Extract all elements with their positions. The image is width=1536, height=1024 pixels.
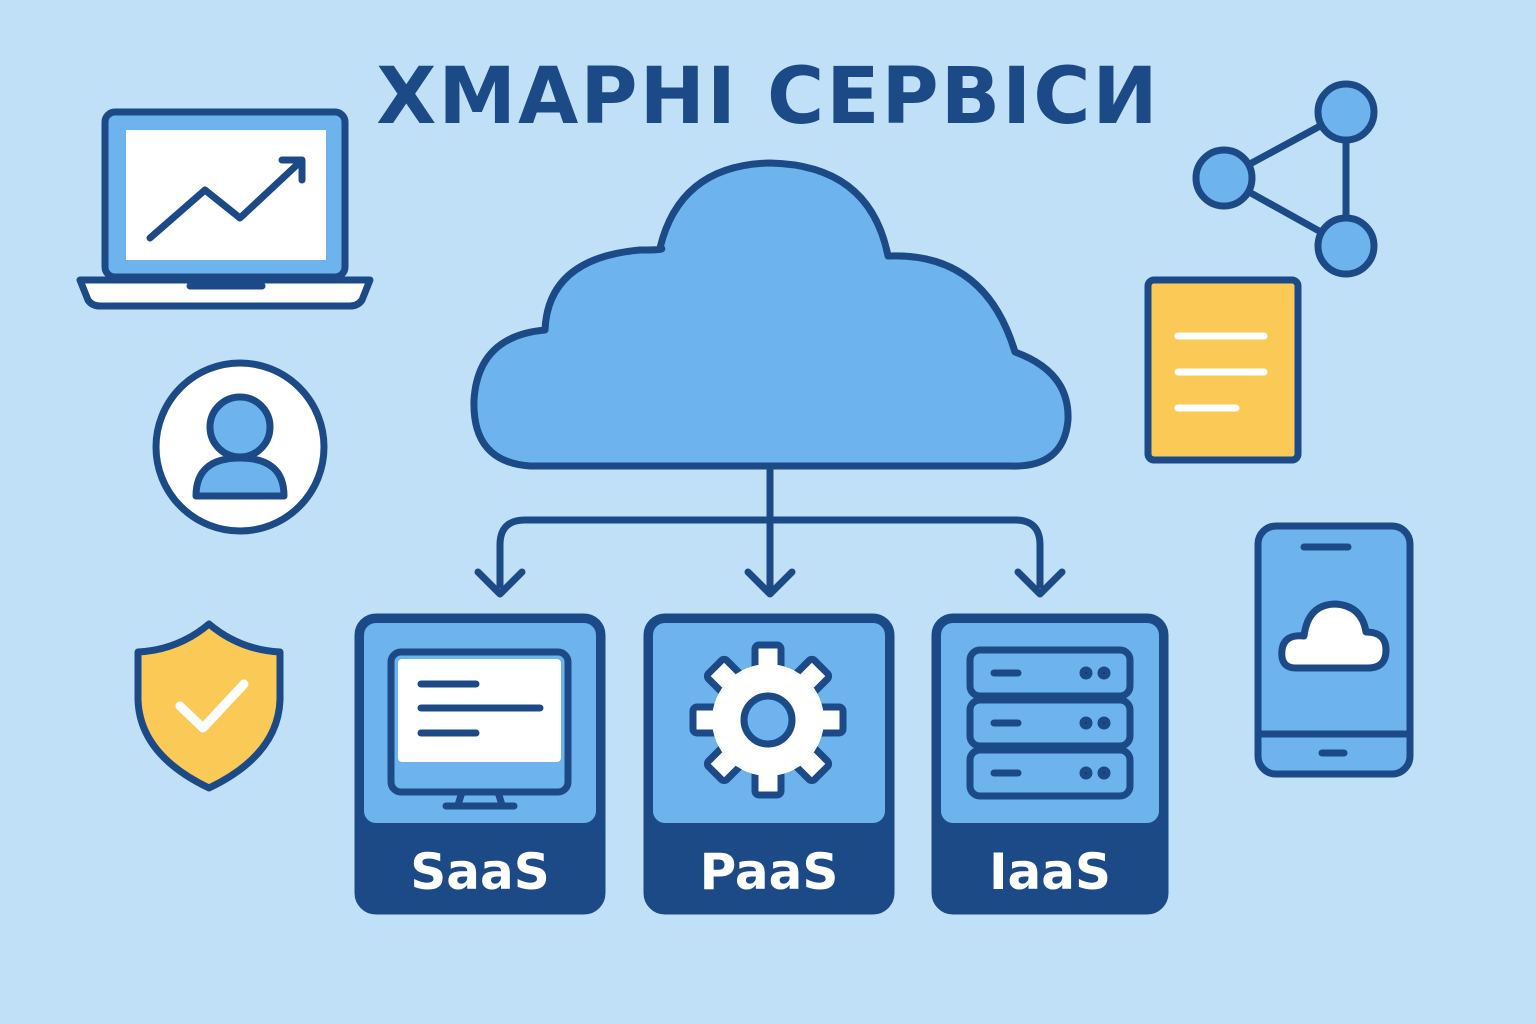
monitor-icon <box>387 648 572 810</box>
diagram-title: ХМАРНІ СЕРВІСИ <box>376 52 1160 142</box>
service-card-iaas <box>931 613 1169 915</box>
connector-arrows <box>474 466 1066 598</box>
network-share-icon <box>1192 80 1378 278</box>
server-icon <box>966 646 1134 800</box>
service-card-saas <box>354 613 606 915</box>
service-label-paas: PaaS <box>700 843 839 901</box>
security-shield-icon <box>134 620 284 792</box>
gear-icon <box>689 641 847 799</box>
document-icon <box>1144 276 1302 464</box>
service-card-paas <box>643 613 895 915</box>
mobile-cloud-icon <box>1254 522 1414 778</box>
central-cloud <box>470 159 1072 470</box>
laptop-chart-icon <box>76 108 374 310</box>
service-label-iaas: IaaS <box>989 843 1111 901</box>
user-avatar-icon <box>152 359 328 535</box>
service-label-saas: SaaS <box>410 843 550 901</box>
